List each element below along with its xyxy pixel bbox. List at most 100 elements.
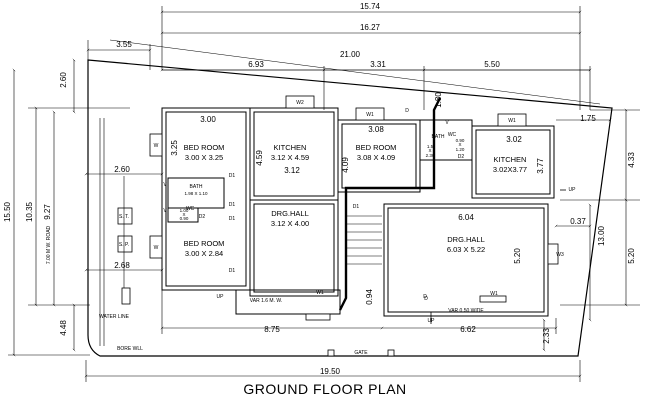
dimension-label: 16.27: [360, 23, 381, 32]
dimension-label: 3.55: [116, 40, 132, 49]
plan-title: GROUND FLOOR PLAN: [243, 381, 406, 397]
dimension-label: 15.50: [3, 201, 12, 222]
dimension-label: 6.04: [458, 213, 474, 222]
window-symbols: [149, 95, 559, 321]
bath-wc-detail: 1.5: [427, 144, 434, 149]
room-name: BED ROOM: [184, 239, 225, 248]
room-name: BED ROOM: [356, 143, 397, 152]
small-label: BORE WLL: [117, 346, 143, 352]
small-label: W1: [508, 118, 516, 124]
small-label: W1: [366, 112, 374, 118]
bath-wc-detail: 1.20: [456, 147, 465, 152]
room-size: 3.12 X 4.59: [271, 153, 309, 162]
dimension-label: 0.94: [365, 289, 374, 305]
room-name: BATH: [190, 184, 203, 190]
small-label: D2: [199, 214, 206, 220]
small-label: WATER LINE: [99, 314, 130, 320]
dimension-label: 3.25: [170, 140, 179, 156]
dimension-label: 2.68: [114, 261, 130, 270]
small-label: UP: [569, 187, 577, 193]
right-dimension-lines: [542, 108, 640, 352]
dimension-label: 3.02: [506, 135, 522, 144]
dimension-label: 4.09: [341, 157, 350, 173]
room-name: KITCHEN: [274, 143, 307, 152]
dimension-label: 6.62: [460, 325, 476, 334]
bath-wc-detail: 2.30: [426, 153, 435, 158]
dimension-label: 0.37: [570, 217, 586, 226]
room-size: 3.12 X 4.00: [271, 219, 309, 228]
room-name: BED ROOM: [184, 143, 225, 152]
dimension-label: 5.50: [484, 60, 500, 69]
small-label: D: [405, 108, 409, 114]
bath-wc-detail: X: [182, 212, 185, 217]
small-label: BATH: [432, 134, 445, 140]
small-label: D1: [353, 204, 360, 210]
tanks: [117, 207, 133, 305]
small-label: D2: [458, 154, 465, 160]
small-label: D1: [229, 202, 236, 208]
bath-wc-detail: 1.00: [180, 208, 189, 213]
small-label: V: [445, 120, 449, 126]
small-label: D1: [229, 268, 236, 274]
room-size: 3.02X3.77: [493, 165, 527, 174]
dimension-label: 5.20: [513, 248, 522, 264]
room-size: 3.00 X 2.84: [185, 249, 223, 258]
plot-boundary: [87, 59, 613, 357]
small-label: W: [154, 143, 159, 149]
small-label: D1: [229, 173, 236, 179]
room-size: 3.08 X 4.09: [357, 153, 395, 162]
diagonal-dimension-line: [109, 39, 601, 105]
small-label: V: [163, 208, 167, 214]
dimension-label: 4.48: [59, 320, 68, 336]
left-dimension-lines: [8, 58, 164, 357]
room-size: 1.98 X 1.10: [184, 191, 208, 196]
water-line: [99, 118, 125, 346]
dimension-label: 15.74: [360, 2, 381, 11]
dimension-label: 3.12: [284, 166, 300, 175]
dimension-label: 1.80: [434, 92, 443, 108]
dimension-label: 13.00: [597, 225, 606, 246]
small-label: W3: [556, 252, 564, 258]
dimension-label: 1.75: [580, 114, 596, 123]
small-label: S. T.: [119, 214, 129, 220]
small-label: 7.00 M W. ROAD: [46, 225, 52, 264]
dimension-label: 6.93: [248, 60, 264, 69]
room-name: KITCHEN: [494, 155, 527, 164]
small-label: V: [163, 182, 167, 188]
dimension-label: 4.33: [627, 152, 636, 168]
dimension-label: 2.33: [542, 328, 551, 344]
dimension-label: 2.60: [114, 165, 130, 174]
small-label: D: [423, 294, 427, 300]
dimension-label: 19.50: [320, 367, 341, 376]
small-label: S. P.: [119, 242, 129, 248]
dimension-label: 9.27: [43, 204, 52, 220]
room-size: 3.00 X 3.25: [185, 153, 223, 162]
building-walls: [161, 107, 555, 317]
room-name: DRG.HALL: [447, 235, 485, 244]
dimension-label: 5.20: [627, 248, 636, 264]
bath-wc-detail: X: [428, 148, 431, 153]
dimension-label: 3.00: [200, 115, 216, 124]
staircase: [346, 215, 382, 265]
room-size: 6.03 X 5.22: [447, 245, 485, 254]
dimension-label: 21.00: [340, 50, 361, 59]
dimension-label: 10.35: [25, 201, 34, 222]
small-label: D1: [229, 216, 236, 222]
small-label: W1: [316, 290, 324, 296]
small-label: VAR 1.6 M. W.: [250, 298, 282, 304]
bottom-dimension-lines: [84, 290, 582, 382]
small-label: W2: [296, 100, 304, 106]
small-label: WC: [186, 206, 195, 212]
dimension-label: 3.77: [536, 158, 545, 174]
small-label: WC: [448, 132, 457, 138]
thick-service-line: [338, 97, 442, 311]
up-arrows: [235, 189, 566, 324]
small-label: GATE: [354, 350, 368, 356]
small-label: W1: [490, 291, 498, 297]
gate-marks: [327, 349, 395, 357]
dimension-label: 2.60: [59, 72, 68, 88]
room-name: DRG.HALL: [271, 209, 309, 218]
small-label: UP: [217, 294, 225, 300]
dimension-label: 3.31: [370, 60, 386, 69]
